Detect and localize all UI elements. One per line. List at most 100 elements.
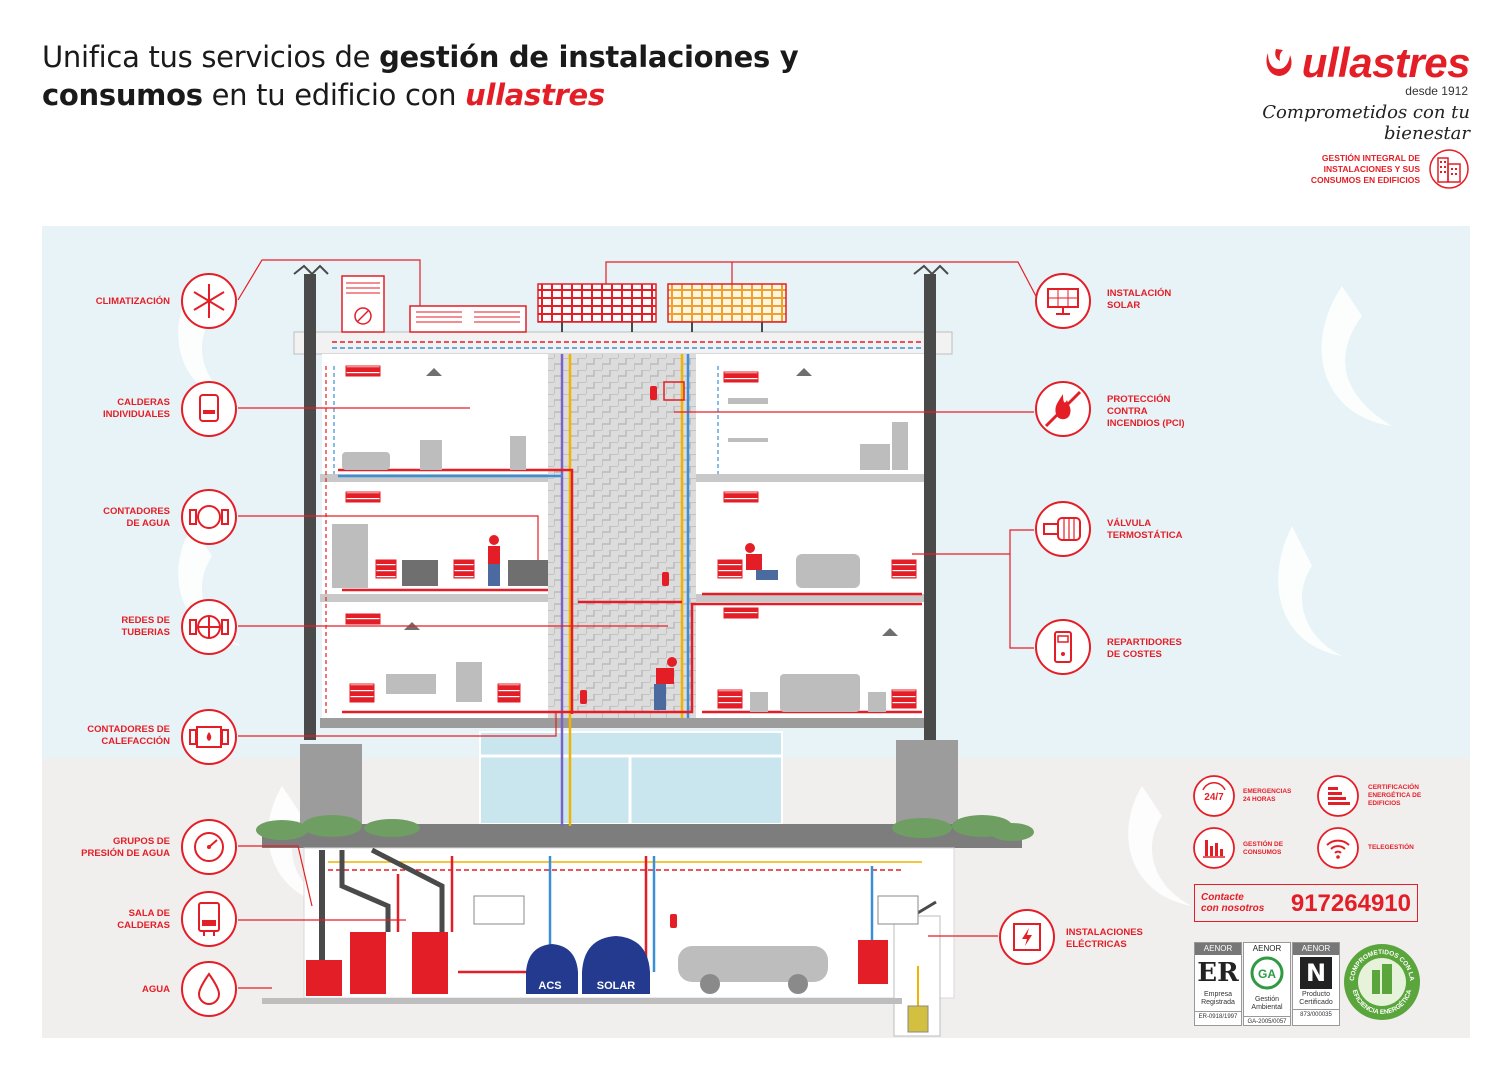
label-repartidores-costes: REPARTIDORES DE COSTES xyxy=(1107,637,1227,661)
label-agua: AGUA xyxy=(30,984,170,996)
furniture xyxy=(332,398,908,994)
management-badge: GESTIÓN INTEGRAL DE INSTALACIONES Y SUS … xyxy=(1270,148,1470,192)
cert-top: AENOR xyxy=(1195,943,1241,955)
pipe-valve-icon xyxy=(181,599,237,655)
building-icon xyxy=(1429,149,1469,189)
logo-wordmark: ullastres xyxy=(1210,39,1471,86)
label-line: INDIVIDUALES xyxy=(102,409,170,420)
management-line: GESTIÓN INTEGRAL DE xyxy=(1321,153,1420,163)
emergency-badge: 24/7 xyxy=(1204,792,1224,803)
cert-ga: AENOR GA Gestión Ambiental GA-2005/0057 xyxy=(1243,942,1291,1026)
label-line: INCENDIOS (PCI) xyxy=(1107,418,1185,429)
right-wall xyxy=(924,274,936,740)
headline: Unifica tus servicios de gestión de inst… xyxy=(42,38,802,114)
water-drop-icon xyxy=(181,961,237,1017)
boiler-icon xyxy=(181,381,237,437)
label-line: INSTALACIONES xyxy=(1066,927,1143,938)
label-instalaciones-electricas: INSTALACIONES ELÉCTRICAS xyxy=(1066,927,1186,951)
radiators xyxy=(345,365,917,709)
boiler-room-equipment xyxy=(306,895,929,1033)
service-emergencias: EMERGENCIAS 24 HORAS xyxy=(1243,788,1291,804)
label-redes-tuberias: REDES DE TUBERIAS xyxy=(30,615,170,639)
no-fire-icon xyxy=(1035,381,1091,437)
label-line: AGUA xyxy=(142,984,170,995)
acs-tank-label: ACS xyxy=(538,980,561,992)
label-line: GRUPOS DE xyxy=(112,836,170,847)
management-line: CONSUMOS EN EDIFICIOS xyxy=(1310,175,1420,185)
label-line: DE COSTES xyxy=(1107,649,1162,660)
cert-mark: ER xyxy=(1197,958,1239,988)
service-line: EMERGENCIAS xyxy=(1243,788,1292,795)
label-line: VÁLVULA xyxy=(1107,518,1152,529)
label-line: CONTADORES xyxy=(103,506,170,517)
ac-chiller-unit xyxy=(409,305,527,333)
contact-phone[interactable]: 917264910 xyxy=(1290,890,1411,917)
cost-allocator-icon xyxy=(1035,619,1091,675)
cert-caption: Producto xyxy=(1301,991,1331,998)
management-badge-text: GESTIÓN INTEGRAL DE INSTALACIONES Y SUS … xyxy=(1311,153,1420,186)
antenna-left xyxy=(293,264,329,276)
ac-outdoor-unit xyxy=(341,275,385,333)
left-column xyxy=(300,744,362,824)
label-instalacion-solar: INSTALACIÓN SOLAR xyxy=(1107,288,1227,312)
contact-box[interactable]: Contacte con nosotros 917264910 xyxy=(1194,884,1418,922)
energy-rating-icon xyxy=(1317,775,1359,817)
service-line: CERTIFICACIÓN xyxy=(1368,784,1419,791)
label-line: TERMOSTÁTICA xyxy=(1107,530,1183,541)
fire-extinguishers xyxy=(580,381,685,928)
label-grupos-presion: GRUPOS DE PRESIÓN DE AGUA xyxy=(30,836,170,860)
label-sala-calderas: SALA DE CALDERAS xyxy=(30,908,170,932)
label-line: INSTALACIÓN xyxy=(1107,288,1172,299)
hedge xyxy=(256,815,1034,841)
antenna-right xyxy=(913,264,949,276)
service-line: CONSUMOS xyxy=(1243,849,1282,856)
label-line: REPARTIDORES xyxy=(1107,637,1182,648)
pipe-network xyxy=(319,341,937,1016)
cert-caption: Registrada xyxy=(1201,999,1235,1006)
floor-slab-3 xyxy=(320,718,936,728)
technicians xyxy=(488,535,778,710)
headline-part: Unifica tus servicios de xyxy=(42,40,380,74)
service-line: TELEGESTIÓN xyxy=(1368,844,1414,851)
cert-code: GA-2005/0057 xyxy=(1244,1016,1290,1027)
label-valvula-termostatica: VÁLVULA TERMOSTÁTICA xyxy=(1107,518,1227,542)
solar-panel-icon xyxy=(1035,273,1091,329)
logo-since: desde 1912 xyxy=(1405,84,1468,98)
left-wall xyxy=(304,274,316,740)
cert-caption: Certificado xyxy=(1299,999,1333,1006)
cert-top: AENOR xyxy=(1244,943,1290,955)
label-line: ELÉCTRICAS xyxy=(1066,939,1127,950)
label-line: SOLAR xyxy=(1107,300,1141,311)
emergency-24-7-icon: 24/7 xyxy=(1193,775,1235,817)
service-line: GESTIÓN DE xyxy=(1243,841,1284,848)
service-line: 24 HORAS xyxy=(1243,796,1276,803)
right-column xyxy=(896,740,958,824)
cert-code: 873/000035 xyxy=(1293,1009,1339,1020)
thermostatic-valve-icon xyxy=(1035,501,1091,557)
tank-labels: ACS SOLAR xyxy=(538,980,635,992)
label-line: CALEFACCIÓN xyxy=(101,736,170,747)
label-line: CONTADORES DE xyxy=(87,724,170,735)
label-line: SALA DE xyxy=(128,908,170,919)
logo-name: ullastres xyxy=(1301,39,1471,86)
cert-mark: GA xyxy=(1258,967,1276,981)
cert-n: AENOR N Producto Certificado 873/000035 xyxy=(1292,942,1340,1026)
cert-caption: Empresa xyxy=(1203,991,1232,998)
bar-chart-icon xyxy=(1193,827,1235,869)
label-line: PRESIÓN DE AGUA xyxy=(81,848,170,859)
cert-mark: N xyxy=(1300,957,1332,989)
label-line: CLIMATIZACIÓN xyxy=(95,296,170,307)
contact-label-line: con nosotros xyxy=(1201,903,1265,914)
roof-slab xyxy=(293,331,953,355)
label-line: TUBERIAS xyxy=(121,627,170,638)
flame-logo-icon xyxy=(1266,49,1292,76)
label-line: REDES DE xyxy=(121,615,170,626)
cert-top: AENOR xyxy=(1293,943,1339,955)
boiler-room-icon xyxy=(181,891,237,947)
label-contadores-agua: CONTADORES DE AGUA xyxy=(30,506,170,530)
contact-label-line: Contacte xyxy=(1201,892,1244,903)
label-line: PROTECCIÓN xyxy=(1107,394,1171,405)
service-line: EDIFICIOS xyxy=(1368,800,1401,807)
label-line: CALDERAS xyxy=(117,920,170,931)
brand-logo[interactable]: ullastres desde 1912 Comprometidos con t… xyxy=(1210,39,1471,145)
